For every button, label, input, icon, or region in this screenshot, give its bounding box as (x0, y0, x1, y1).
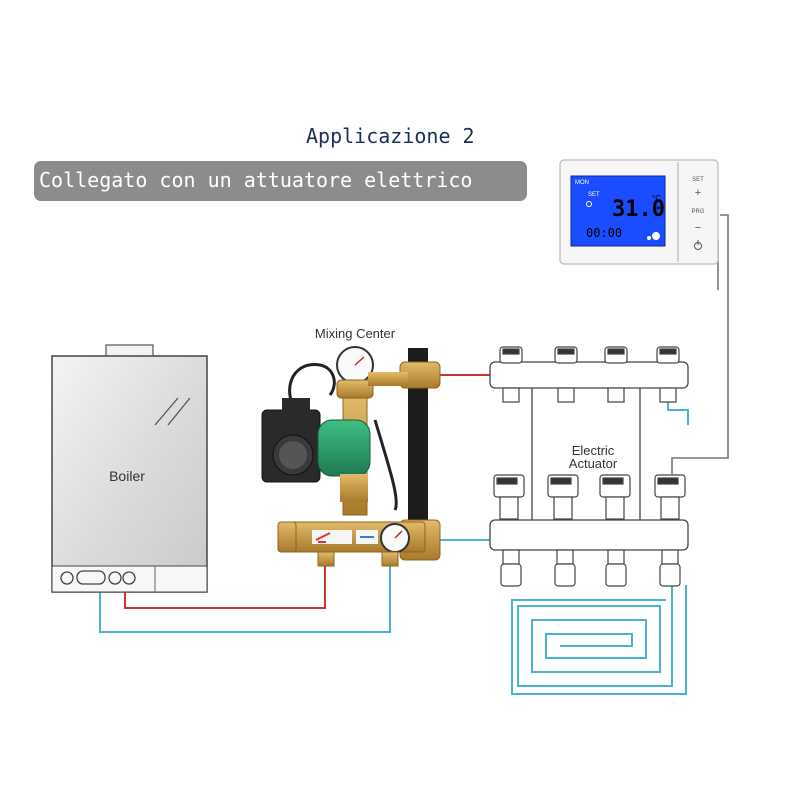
manifold-top-valves (499, 346, 680, 403)
thermostat-lcd (570, 175, 666, 247)
electric-actuators (493, 474, 686, 520)
mixing-center: Mixing Center (261, 326, 441, 567)
sun-icon (586, 201, 592, 207)
mixing-center-label: Mixing Center (315, 326, 396, 341)
subtitle-banner (34, 161, 527, 201)
thermostat-clock: 00:00 (586, 226, 622, 240)
boiler: Boiler (51, 344, 208, 593)
thermostat-mode: MON (575, 180, 589, 186)
electric-actuator-label-line2: Actuator (569, 456, 618, 471)
circulation-pump (317, 419, 371, 502)
thermostat-set-indicator: SET (588, 192, 600, 198)
subtitle: Collegato con un attuatore elettrico (39, 168, 473, 192)
power-icon[interactable] (694, 240, 702, 250)
boiler-label: Boiler (109, 468, 145, 484)
page-title: Applicazione 2 (306, 124, 475, 148)
thermostat-minus-button[interactable]: − (695, 222, 701, 234)
thermostat-plus-button[interactable]: + (695, 187, 701, 199)
floor-manifold (489, 361, 689, 551)
fan-icon (647, 232, 660, 240)
thermostat-unit: °C (652, 194, 661, 203)
hot-pipes (124, 374, 492, 609)
cold-pipes (99, 396, 689, 633)
temperature-gauge-icon (380, 523, 410, 553)
thermostat-prog-button[interactable]: PRG (691, 209, 704, 215)
manifold-bottom-outlets (500, 549, 681, 587)
floor-heating-loop (511, 585, 687, 695)
thermostat-temperature: 31.0 (612, 197, 665, 222)
thermostat: MON SET 31.0 °C 00:00 SET + PRG − (559, 159, 719, 265)
electric-actuator-label-line1: Electric (572, 443, 615, 458)
thermostat-set-button[interactable]: SET (692, 177, 704, 183)
